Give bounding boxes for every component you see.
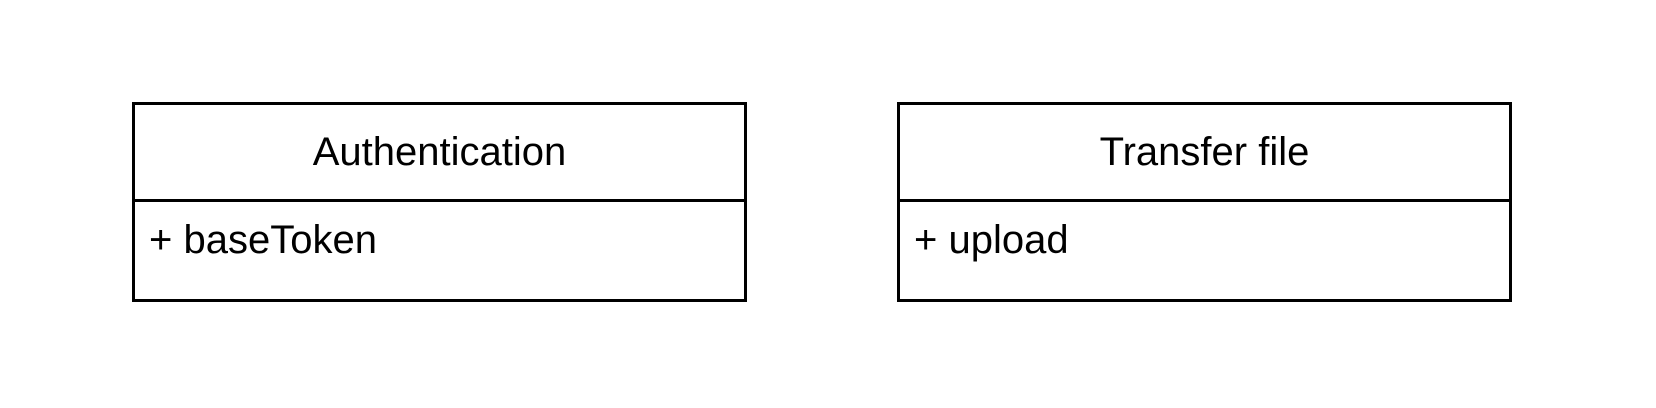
class-member: + baseToken (149, 218, 377, 262)
class-name: Transfer file (1099, 130, 1310, 174)
class-header: Authentication (135, 105, 744, 202)
class-box-authentication[interactable]: Authentication + baseToken (132, 102, 747, 302)
class-header: Transfer file (900, 105, 1509, 202)
class-name: Authentication (312, 130, 567, 174)
class-member: + upload (914, 218, 1069, 262)
class-members: + baseToken (135, 202, 744, 299)
class-members: + upload (900, 202, 1509, 299)
class-box-transfer-file[interactable]: Transfer file + upload (897, 102, 1512, 302)
